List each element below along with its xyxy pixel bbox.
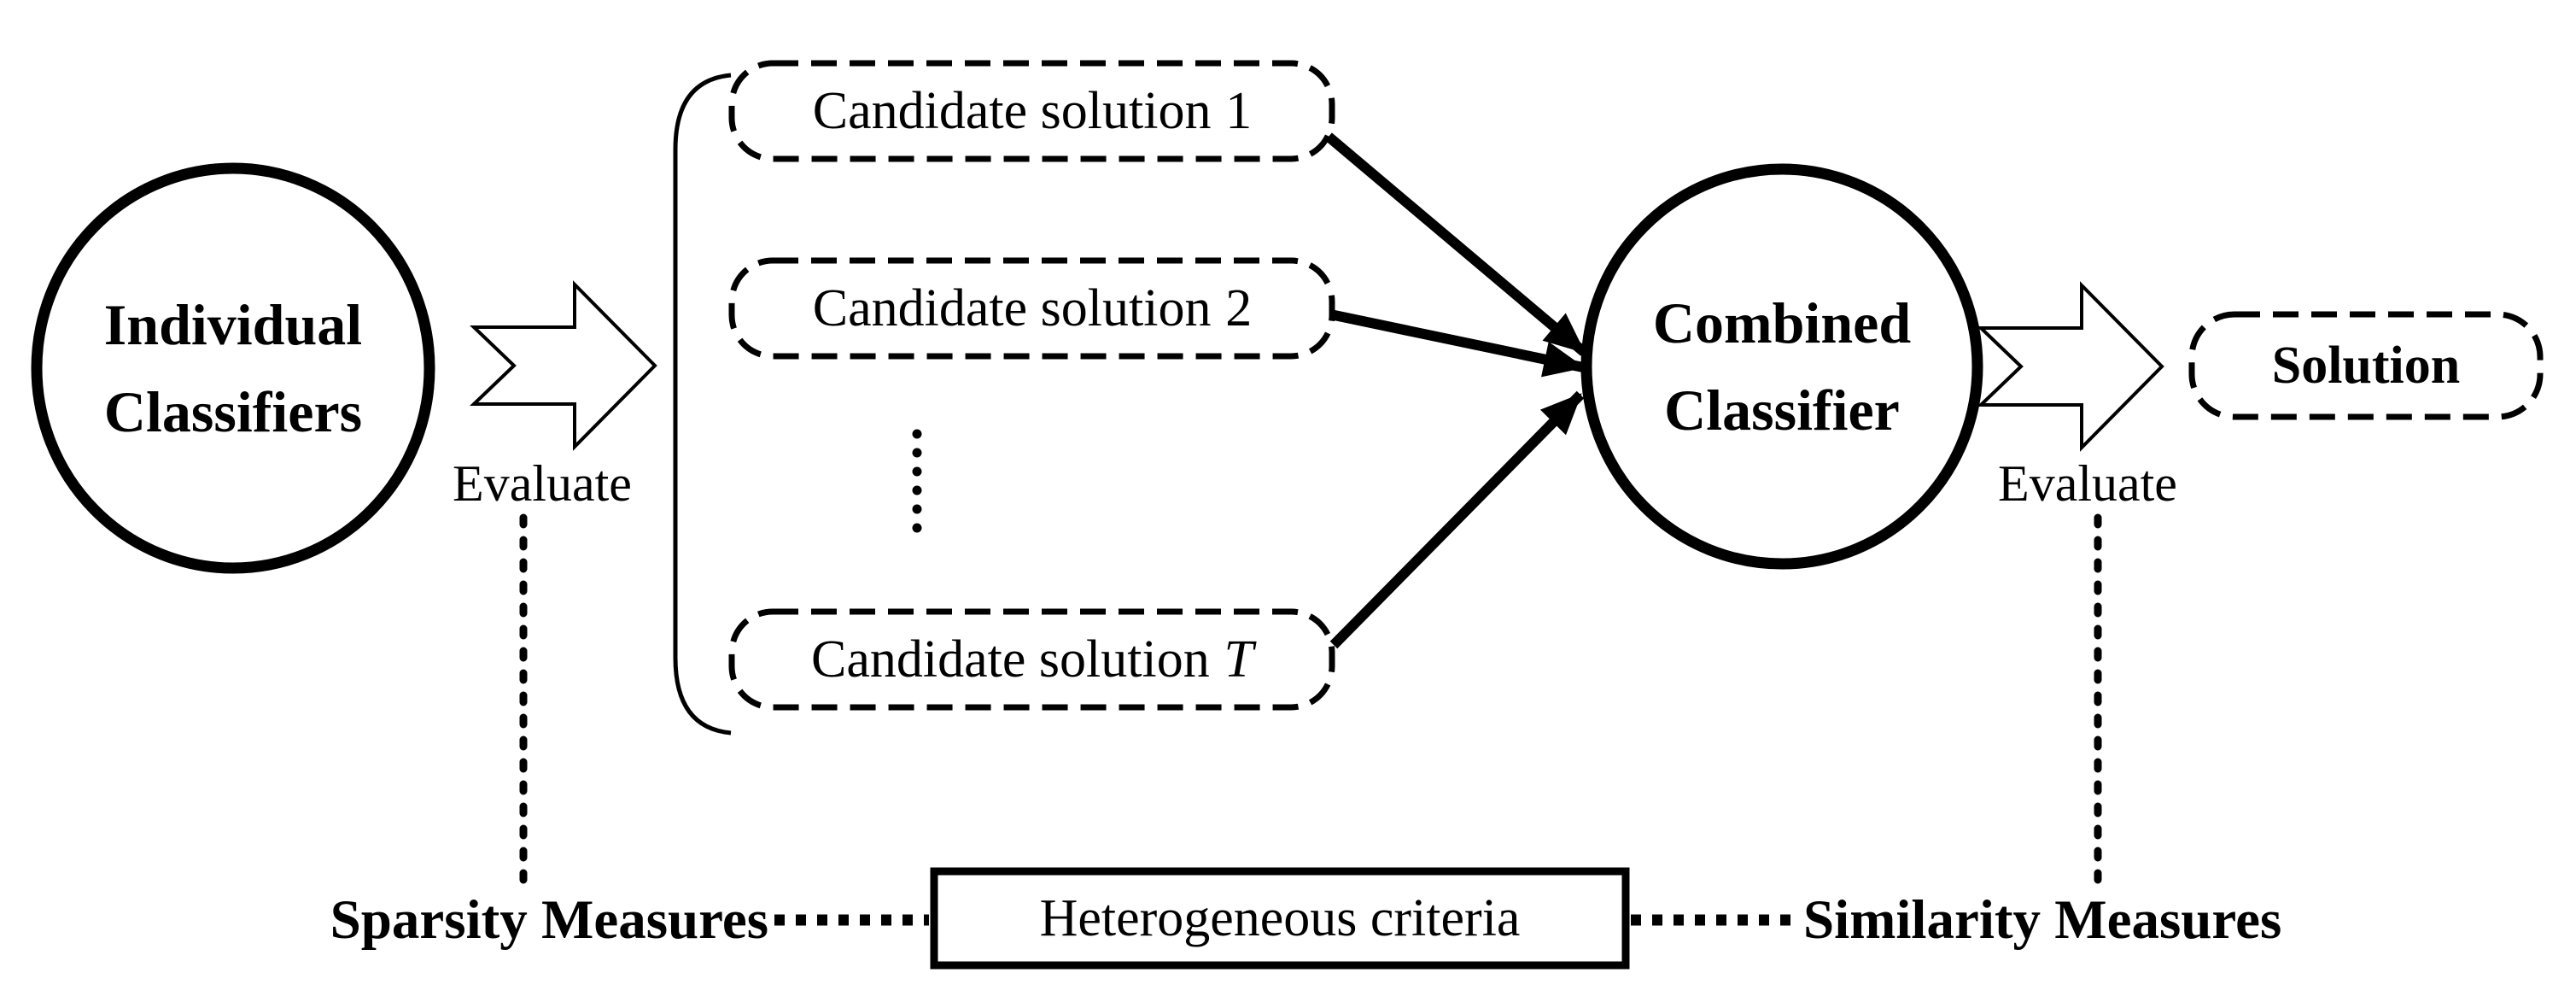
candidate-solution-t-label: Candidate solution T xyxy=(741,612,1323,707)
heterogeneous-criteria-box xyxy=(930,867,1630,970)
individual-classifiers-label: Individual Classifiers xyxy=(50,173,417,564)
sparsity-measures-label: Sparsity Measures xyxy=(256,888,768,951)
evaluate-left-text: Evaluate xyxy=(453,454,632,512)
solution-label: Solution xyxy=(2192,314,2540,417)
similarity-measures-label: Similarity Measures xyxy=(1803,888,2358,951)
combined-classifier-circle xyxy=(1580,163,1983,570)
block-arrow-right-icon xyxy=(1977,281,2164,452)
candidate-solution-2-label: Candidate solution 2 xyxy=(741,261,1323,356)
candidate-solution-1-box xyxy=(728,60,1335,162)
individual-line1: Individual xyxy=(103,292,363,357)
evaluate-left-label: Evaluate xyxy=(410,454,675,513)
solution-text: Solution xyxy=(2271,336,2461,395)
arrow-candidate1-to-combined xyxy=(1325,132,1587,356)
candidate-t-index: T xyxy=(1224,630,1253,689)
candidate-group-bracket xyxy=(673,73,732,735)
heterogeneous-criteria-label: Heterogeneous criteria xyxy=(934,871,1626,965)
combined-line2: Classifier xyxy=(1664,378,1900,442)
arrow-candidate2-to-combined xyxy=(1329,309,1586,378)
evaluate-right-label: Evaluate xyxy=(1955,454,2220,513)
candidate-2-index: 2 xyxy=(1225,278,1253,337)
candidate-t-prefix: Candidate solution xyxy=(811,630,1210,689)
combined-line1: Combined xyxy=(1652,290,1912,355)
ellipsis-dots-icon xyxy=(912,429,922,533)
candidate-1-prefix: Candidate solution xyxy=(812,81,1212,140)
individual-classifiers-circle xyxy=(31,162,435,574)
heterogeneous-criteria-text: Heterogeneous criteria xyxy=(1039,888,1521,947)
evaluate-right-text: Evaluate xyxy=(1998,454,2177,512)
candidate-solution-1-label: Candidate solution 1 xyxy=(741,63,1323,159)
candidate-solution-2-box xyxy=(728,257,1335,360)
block-arrow-left-icon xyxy=(470,280,657,451)
arrow-candidatet-to-combined xyxy=(1329,390,1585,649)
sparsity-measures-text: Sparsity Measures xyxy=(330,888,768,951)
similarity-measures-text: Similarity Measures xyxy=(1803,888,2282,951)
candidate-2-prefix: Candidate solution xyxy=(812,278,1212,337)
combined-classifier-label: Combined Classifier xyxy=(1586,169,1978,564)
candidate-1-index: 1 xyxy=(1225,81,1253,140)
individual-line2: Classifiers xyxy=(103,379,363,444)
solution-box xyxy=(2188,311,2544,420)
candidate-solution-t-box xyxy=(728,608,1335,711)
